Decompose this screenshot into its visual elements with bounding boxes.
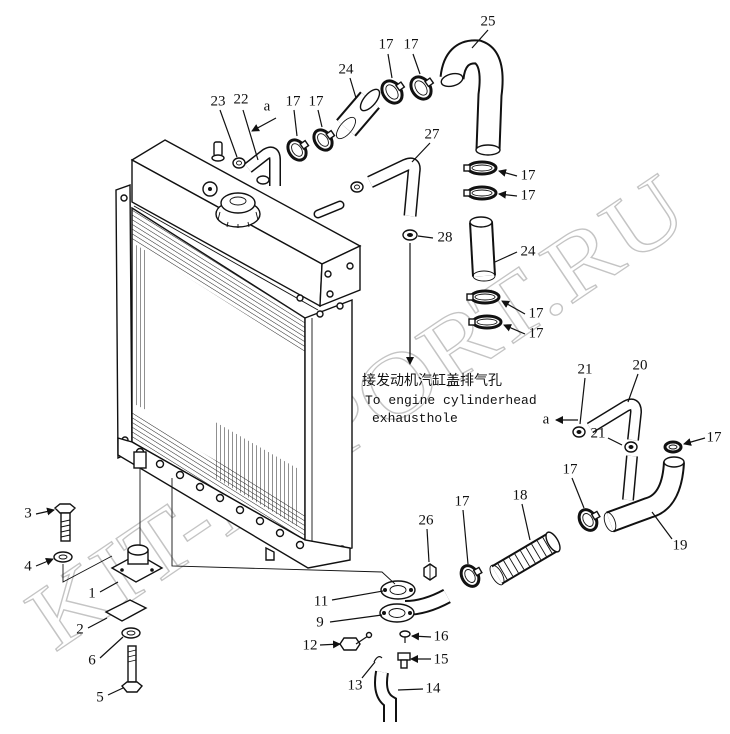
nut-pipe-27 [350, 181, 364, 193]
callout-5: 5 [96, 689, 104, 705]
clamp-17 [286, 138, 310, 162]
callout-6: 6 [88, 652, 96, 668]
callout-17: 17 [521, 167, 537, 183]
tank-stub-left [213, 141, 223, 157]
washer-4 [53, 551, 73, 563]
hose-25 [439, 39, 504, 156]
callout-17: 17 [707, 429, 723, 445]
assembly-line [171, 478, 396, 585]
callout-21: 21 [591, 425, 606, 441]
callout-28: 28 [438, 229, 453, 245]
leader-lines [35, 29, 706, 696]
callout-24: 24 [339, 61, 355, 77]
radiator-left-rail [115, 184, 133, 460]
gasket-11 [380, 580, 416, 600]
callout-4: 4 [24, 558, 32, 574]
radiator-mount-foot [133, 451, 147, 469]
hose-18 [489, 531, 561, 586]
clamp-17 [577, 508, 601, 532]
callout-14: 14 [426, 680, 442, 696]
callout-16: 16 [434, 628, 450, 644]
callout-17: 17 [455, 493, 471, 509]
callout-17: 17 [529, 325, 545, 341]
drain-stub [265, 546, 275, 561]
pipe-22 [244, 146, 281, 186]
bottom-rail-bolts [135, 447, 305, 550]
nut-21-lower [624, 441, 638, 453]
clamp-17 [380, 79, 406, 105]
washer-6 [121, 627, 141, 639]
callout-21: 21 [578, 361, 593, 377]
elbow-9 [379, 588, 451, 623]
washer-28 [402, 229, 418, 241]
valve-12 [339, 631, 373, 651]
callout-3: 3 [24, 505, 32, 521]
callout-17: 17 [379, 36, 395, 52]
watermark: KIT-IMPORT.RU [9, 154, 704, 669]
callout-20: 20 [633, 357, 648, 373]
hose-14 [374, 670, 397, 722]
callout-11: 11 [314, 593, 328, 609]
callout-17: 17 [404, 36, 420, 52]
clamp-17 [409, 75, 435, 101]
pipe-20 [586, 398, 643, 441]
plug-26 [423, 563, 437, 581]
callout-1: 1 [88, 585, 96, 601]
assembly-line [62, 555, 113, 583]
callout-13: 13 [348, 677, 363, 693]
callout-27: 27 [425, 126, 441, 142]
mount-1 [110, 544, 164, 583]
radiator-assembly [115, 139, 362, 569]
callout-26: 26 [419, 512, 435, 528]
hose-24-middle [469, 216, 496, 282]
callout-17: 17 [521, 187, 537, 203]
clamp-17 [459, 564, 483, 588]
nut-21-upper [572, 426, 586, 438]
bolt-15 [397, 652, 411, 669]
nut-23 [232, 157, 246, 169]
radiator-bottom-rail [117, 437, 351, 569]
filler-cap [215, 192, 261, 228]
callout-17: 17 [286, 93, 302, 109]
vent-note: 接发动机汽缸盖排气孔 To engine cylinderhead exhaus… [362, 372, 537, 426]
hose-19 [603, 456, 685, 533]
clamp-17 [468, 314, 503, 330]
direction-arrow-a [251, 117, 277, 132]
clamp-17 [312, 128, 336, 152]
callout-23: 23 [211, 93, 226, 109]
callout-24: 24 [521, 243, 537, 259]
plate-2 [104, 599, 148, 622]
vent-note-english-line2: exhausthole [372, 411, 458, 426]
callout-25: 25 [481, 13, 496, 29]
vent-note-english-line1: To engine cylinderhead [365, 393, 537, 408]
clamp-17 [463, 185, 498, 201]
clamp-17 [466, 289, 501, 305]
pipe-27 [367, 157, 421, 217]
screw-16 [399, 630, 411, 643]
callout-labels: 25 17 17 24 23 22 a 17 17 27 17 17 28 24… [24, 13, 722, 705]
callout-9: 9 [316, 614, 324, 630]
pipe-stub [622, 455, 638, 501]
callout-17: 17 [529, 305, 545, 321]
callout-a: a [543, 411, 550, 427]
clamp-17 [663, 440, 683, 454]
callout-17: 17 [309, 93, 325, 109]
hose-24-upper [336, 88, 381, 140]
bolt-5 [121, 645, 143, 693]
callout-a: a [264, 98, 271, 114]
bolt-3 [53, 503, 77, 542]
overflow-lever [202, 181, 218, 197]
callout-17: 17 [563, 461, 579, 477]
callout-15: 15 [434, 651, 449, 667]
callout-18: 18 [513, 487, 528, 503]
vent-note-chinese: 接发动机汽缸盖排气孔 [362, 372, 502, 389]
callout-19: 19 [673, 537, 688, 553]
clip-13 [373, 656, 383, 663]
callout-2: 2 [76, 621, 84, 637]
clamp-17 [463, 160, 498, 176]
tank-stub-nut [256, 175, 270, 185]
callout-12: 12 [303, 637, 318, 653]
callout-22: 22 [234, 91, 249, 107]
